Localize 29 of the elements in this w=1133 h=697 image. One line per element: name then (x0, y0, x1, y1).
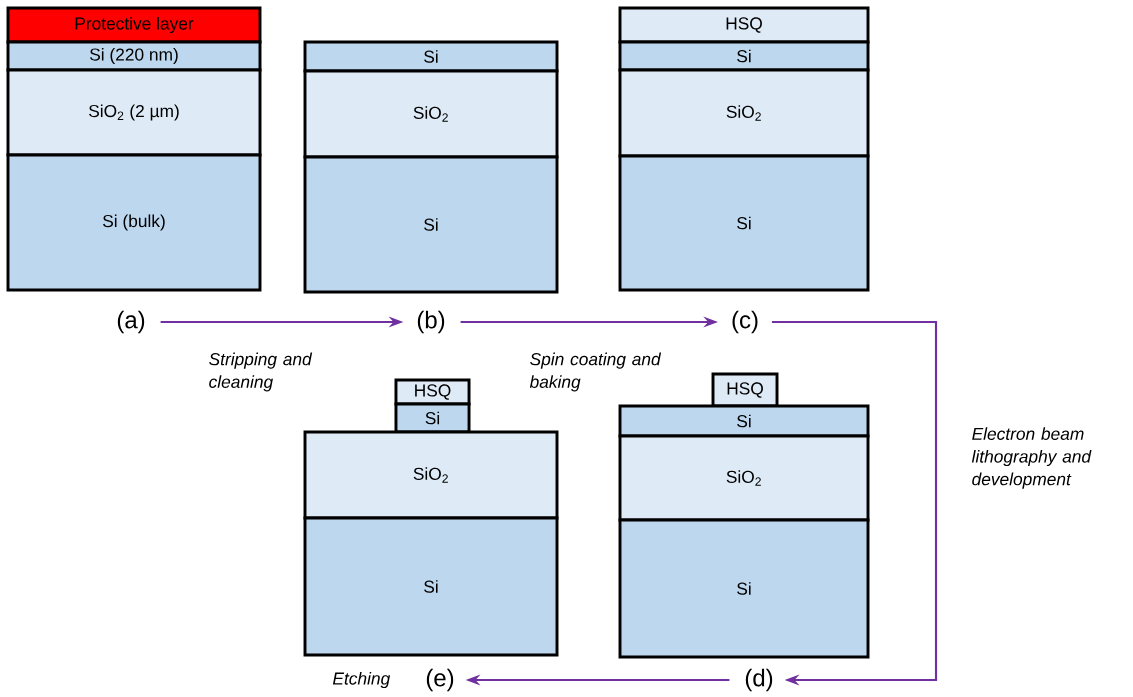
step-label: (a) (117, 310, 145, 334)
layer-box: Si (618, 518, 870, 659)
layer-box: HSQ (394, 378, 471, 406)
layer-box: Si (bulk) (6, 153, 262, 292)
layer-box: HSQ (711, 372, 779, 408)
step-label: (c) (732, 310, 758, 334)
layer-box: SiO$_{2}$ (303, 430, 559, 520)
layer-box: Si (618, 404, 870, 438)
layer-box: Si (303, 40, 559, 73)
layer-box: SiO$_{2}$ (618, 434, 870, 522)
edge-label: Etching (332, 671, 391, 689)
layer-box: SiO$_{2}$ (618, 68, 870, 158)
edge-label: Stripping and cleaning (209, 352, 313, 392)
layer-box: Si (618, 40, 870, 72)
layer-box: Si (220 nm) (6, 40, 262, 72)
step-label: (b) (417, 310, 445, 334)
step-label: (e) (426, 668, 454, 692)
layer-box: Si (303, 516, 559, 657)
arrow (771, 320, 938, 686)
layer-box: Si (303, 155, 559, 294)
edge-label: Electron beam lithography and development (971, 427, 1092, 489)
edge-label: Spin coating and baking (529, 352, 662, 392)
layer-box: SiO$_{2}$ (2 µm) (6, 68, 262, 157)
layer-box: Si (394, 402, 471, 434)
step-label: (d) (745, 668, 773, 692)
layer-box: SiO$_{2}$ (303, 69, 559, 159)
layer-box: Protective layer (6, 6, 262, 44)
layer-box: Si (618, 154, 870, 292)
layer-box: HSQ (618, 6, 870, 44)
